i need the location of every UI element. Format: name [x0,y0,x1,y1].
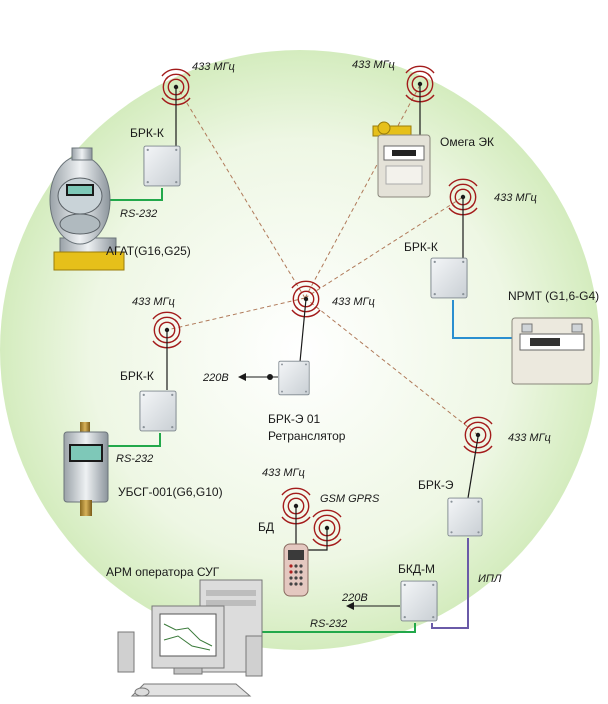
npmt-meter-label: NPMT (G1,6-G4) [508,289,599,303]
arm-label: АРМ оператора СУГ [106,565,220,579]
freq-label-npmt: 433 МГц [494,192,537,204]
node-bd [281,487,342,597]
radio-link-omega [304,84,421,299]
cable-npmt [452,300,518,339]
rs232-cable [104,433,161,447]
handheld-terminal-icon [283,543,309,597]
node-omega [372,65,435,198]
freq-label-repeater: 433 МГц [332,296,375,308]
omega-meter-label: Омега ЭК [440,135,494,149]
node-brk-k-npmt [430,178,593,385]
node-brk-k-ubsg [63,311,182,516]
gas-meter-ubsg [63,422,109,516]
gsm-label: GSM GPRS [320,493,380,505]
rs232-label-agat: RS-232 [120,208,157,220]
rs232-cable-arm [258,623,416,633]
agat-meter-label: АГАТ(G16,G25) [106,244,191,258]
controller-box-icon [139,390,177,432]
repeater-role: Ретранслятор [268,429,346,443]
ipl-label: ИПЛ [478,573,502,585]
controller-box-icon [400,580,438,622]
controller-box-icon [447,497,483,537]
controller-box-icon [278,360,310,396]
gas-meter-agat [49,147,125,271]
power-label-repeater: 220В [202,372,229,384]
bd-label: БД [258,520,274,534]
brk-k-label-agat: БРК-К [130,126,164,140]
gas-meter-omega [372,121,431,198]
brk-k-label-ubsg: БРК-К [120,369,154,383]
gas-meter-npmt [511,317,593,385]
rs232-label-ubsg: RS-232 [116,453,153,465]
node-brk-e-bkd [258,416,493,633]
bkd-m-label: БКД-М [398,562,435,576]
radio-links [166,84,479,436]
power-label-bkd: 220В [341,592,368,604]
freq-label-bd: 433 МГц [262,467,305,479]
freq-label-ubsg: 433 МГц [132,296,175,308]
freq-label-omega: 433 МГц [352,59,395,71]
ubsg-meter-label: УБСГ-001(G6,G10) [118,485,223,499]
ipl-cable [431,538,469,629]
controller-box-icon [430,257,468,299]
repeater-name: БРК-Э 01 [268,412,320,426]
radio-link-npmt [304,196,464,299]
rs232-cable [104,188,163,201]
computer-icon [117,579,263,697]
radio-link-brke [304,297,479,436]
brk-e-label: БРК-Э [418,478,454,492]
rs232-label-arm: RS-232 [310,618,347,630]
repeater-brk-e01 [238,280,321,396]
freq-label-brke: 433 МГц [508,432,551,444]
controller-box-icon [143,145,181,187]
brk-k-label-npmt: БРК-К [404,240,438,254]
radio-link-ubsg [166,297,306,331]
freq-label-agat: 433 МГц [192,61,235,73]
node-brk-k-agat [49,68,191,271]
